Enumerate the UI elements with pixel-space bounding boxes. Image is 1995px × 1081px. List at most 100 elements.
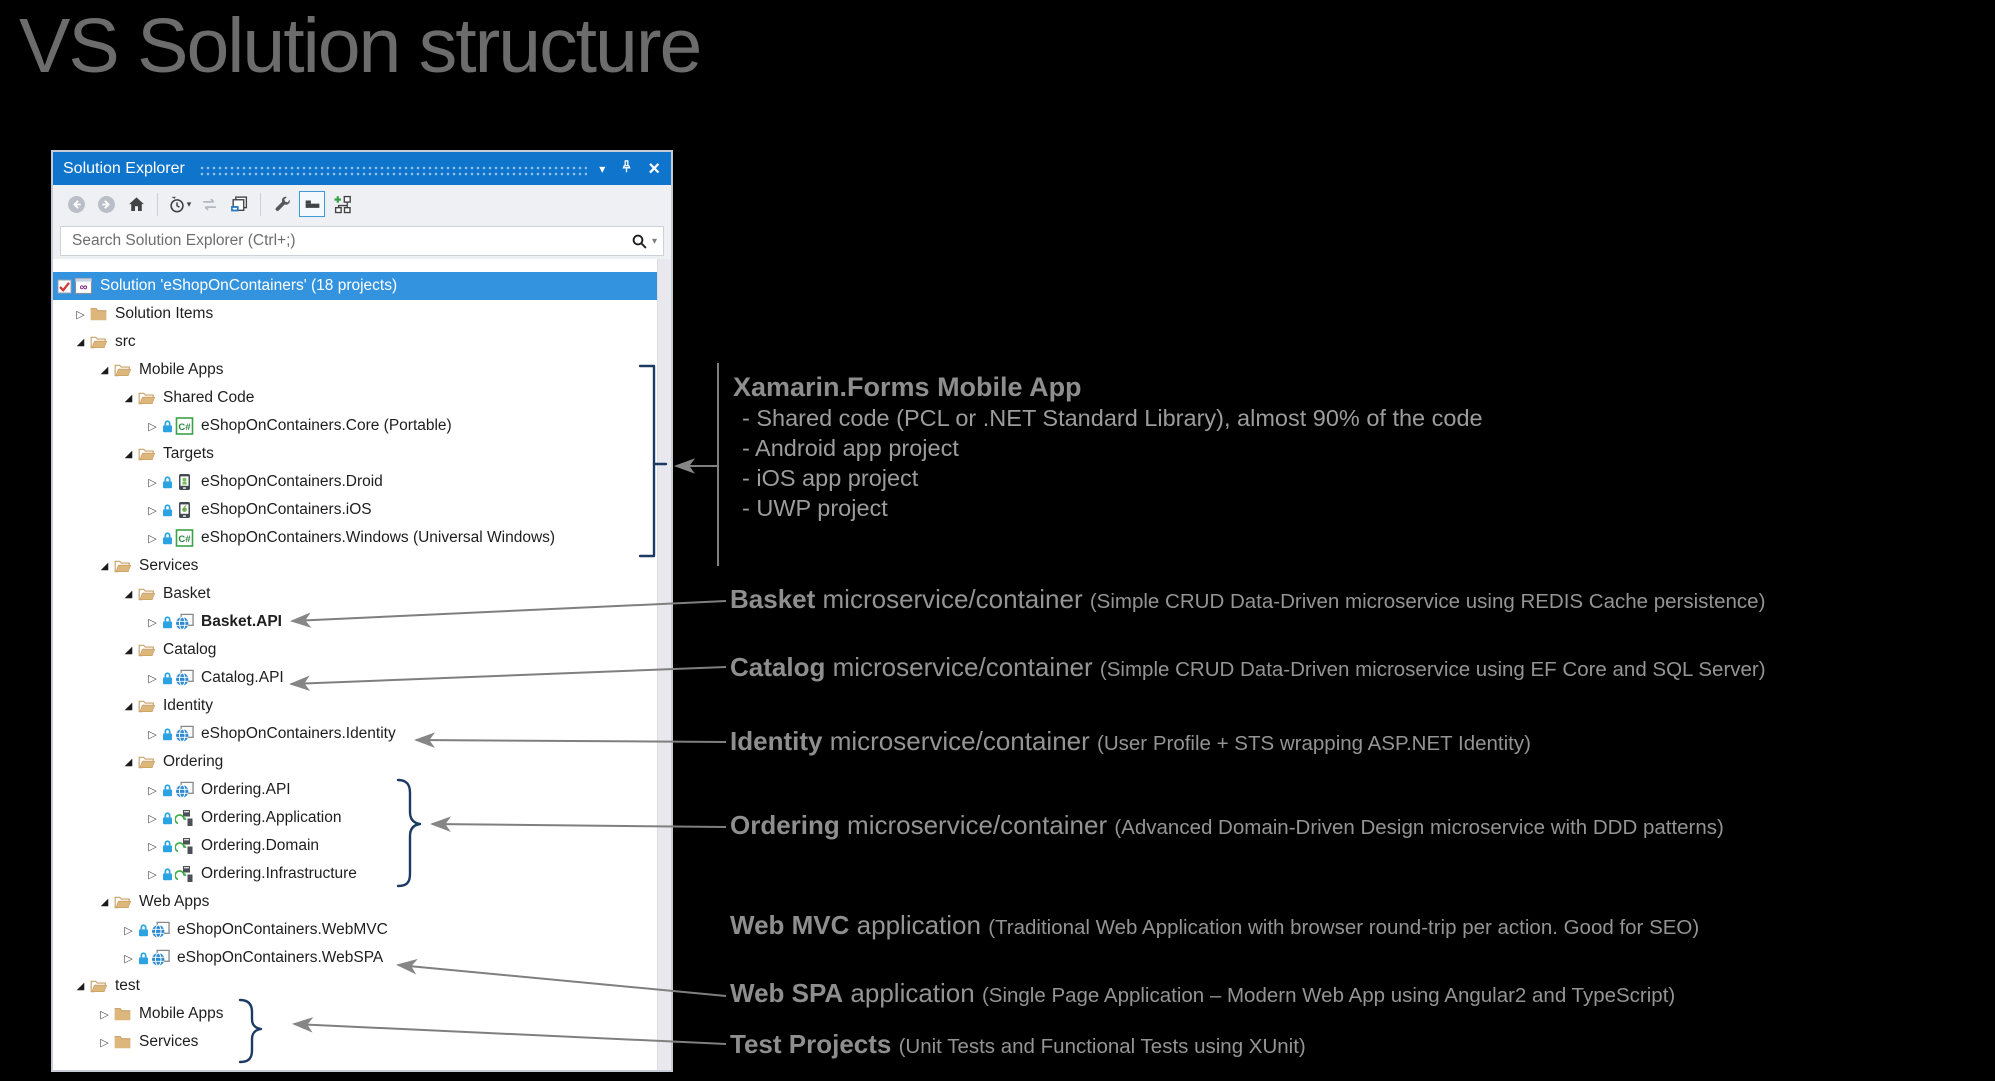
- expand-arrow-icon[interactable]: ▷: [148, 728, 157, 741]
- tree-row-label: Services: [139, 557, 199, 574]
- back-icon: [67, 195, 85, 213]
- web-project-icon: [175, 781, 194, 799]
- back-button[interactable]: [63, 191, 89, 217]
- collapse-arrow-icon[interactable]: ◢: [100, 364, 109, 376]
- lock-icon: [161, 783, 174, 798]
- tree-row-label: Shared Code: [163, 389, 255, 406]
- tree-row[interactable]: ▷Services: [53, 1028, 657, 1056]
- pin-icon[interactable]: [620, 159, 633, 179]
- tree-row-label: eShopOnContainers.Windows (Universal Win…: [201, 529, 556, 546]
- expand-arrow-icon[interactable]: ▷: [76, 308, 85, 321]
- collapse-arrow-icon[interactable]: ◢: [124, 588, 133, 600]
- expand-arrow-icon[interactable]: ▷: [148, 784, 157, 797]
- expand-arrow-icon[interactable]: ▷: [148, 812, 157, 825]
- solution-explorer-panel: Solution Explorer ▾ × ▾ ▾ ∞Solution 'eSh…: [51, 150, 673, 1072]
- tree-row[interactable]: ▷ Catalog.API: [53, 664, 657, 692]
- tree-row[interactable]: ▷C#eShopOnContainers.Windows (Universal …: [53, 524, 657, 552]
- collapse-arrow-icon[interactable]: ◢: [124, 392, 133, 404]
- tree-row[interactable]: ▷eShopOnContainers.WebMVC: [53, 916, 657, 944]
- tree-row-label: Ordering: [163, 753, 224, 770]
- collapse-arrow-icon[interactable]: ◢: [124, 448, 133, 460]
- annotation-tests: Test Projects (Unit Tests and Functional…: [730, 1029, 1306, 1059]
- search-icon[interactable]: [631, 233, 648, 250]
- expand-arrow-icon[interactable]: ▷: [148, 420, 157, 433]
- expand-arrow-icon[interactable]: ▷: [124, 924, 133, 937]
- folder-open-icon: [137, 641, 156, 659]
- collapse-all-button[interactable]: [226, 191, 252, 217]
- collapse-arrow-icon[interactable]: ◢: [76, 336, 85, 348]
- forward-icon: [97, 195, 115, 213]
- expand-arrow-icon[interactable]: ▷: [100, 1008, 109, 1021]
- properties-wrench-button[interactable]: [269, 191, 295, 217]
- tree-row-label: Catalog.API: [201, 669, 284, 686]
- chevron-down-icon[interactable]: ▾: [599, 161, 606, 176]
- collapse-arrow-icon[interactable]: ◢: [76, 980, 85, 992]
- expand-arrow-icon[interactable]: ▷: [148, 504, 157, 517]
- tree-row[interactable]: ▷ eShopOnContainers.Identity: [53, 720, 657, 748]
- tree-row[interactable]: ∞Solution 'eShopOnContainers' (18 projec…: [53, 272, 657, 300]
- panel-titlebar[interactable]: Solution Explorer ▾ ×: [53, 152, 671, 185]
- collapse-arrow-icon[interactable]: ◢: [124, 756, 133, 768]
- solution-hierarchy-add-button[interactable]: [329, 191, 355, 217]
- tree-row[interactable]: ◢ Ordering: [53, 748, 657, 776]
- titlebar-grip-dots[interactable]: [198, 164, 588, 177]
- tree-row[interactable]: ▷ eShopOnContainers.WebSPA: [53, 944, 657, 972]
- history-clock-button[interactable]: ▾: [166, 191, 192, 217]
- collapse-arrow-icon[interactable]: ◢: [100, 560, 109, 572]
- collapse-arrow-icon[interactable]: ◢: [124, 644, 133, 656]
- tree-row[interactable]: ◢ Shared Code: [53, 384, 657, 412]
- search-box[interactable]: ▾: [60, 226, 664, 256]
- expand-arrow-icon[interactable]: ▷: [148, 476, 157, 489]
- tree-row[interactable]: ▷C#eShopOnContainers.Core (Portable): [53, 412, 657, 440]
- vertical-scrollbar[interactable]: [657, 259, 671, 1070]
- home-button[interactable]: [123, 191, 149, 217]
- tree-row-label: Mobile Apps: [139, 361, 224, 378]
- expand-arrow-icon[interactable]: ▷: [100, 1036, 109, 1049]
- tree-row[interactable]: ▷ eShopOnContainers.iOS: [53, 496, 657, 524]
- expand-arrow-icon[interactable]: ▷: [148, 672, 157, 685]
- vs-solution-icon: ∞: [74, 277, 93, 295]
- tree-row-label: src: [115, 333, 136, 350]
- toolbar-separator: [260, 192, 261, 216]
- chevron-down-icon[interactable]: ▾: [186, 198, 192, 209]
- annotation-xamarin: Xamarin.Forms Mobile App - Shared code (…: [733, 372, 1483, 523]
- expand-arrow-icon[interactable]: ▷: [148, 532, 157, 545]
- tree-row[interactable]: ▷Solution Items: [53, 300, 657, 328]
- tree-row[interactable]: ◢Targets: [53, 440, 657, 468]
- tree-row[interactable]: ◢ src: [53, 328, 657, 356]
- tree-row[interactable]: ◢Catalog: [53, 636, 657, 664]
- solution-check-icon[interactable]: [57, 279, 72, 294]
- tree-row[interactable]: ◢Web Apps: [53, 888, 657, 916]
- tree-row[interactable]: ◢ Mobile Apps: [53, 356, 657, 384]
- tree-row-label: eShopOnContainers.iOS: [201, 501, 372, 518]
- expand-arrow-icon[interactable]: ▷: [148, 840, 157, 853]
- tree-row[interactable]: ◢Basket: [53, 580, 657, 608]
- tree-row[interactable]: ◢Identity: [53, 692, 657, 720]
- tree-row[interactable]: ▷Ordering.API: [53, 776, 657, 804]
- expand-arrow-icon[interactable]: ▷: [124, 952, 133, 965]
- tree-row[interactable]: ◢ Services: [53, 552, 657, 580]
- close-icon[interactable]: ×: [648, 157, 660, 180]
- tree-row[interactable]: ▷Ordering.Infrastructure: [53, 860, 657, 888]
- expand-arrow-icon[interactable]: ▷: [148, 868, 157, 881]
- folder-closed-icon: [113, 1033, 132, 1051]
- tree-row[interactable]: ▷Ordering.Domain: [53, 832, 657, 860]
- tree-row[interactable]: ▷Mobile Apps: [53, 1000, 657, 1028]
- tree-row[interactable]: ▷eShopOnContainers.Droid: [53, 468, 657, 496]
- tree-row-label: eShopOnContainers.WebSPA: [177, 949, 384, 966]
- collapse-arrow-icon[interactable]: ◢: [100, 896, 109, 908]
- tree-row[interactable]: ▷Ordering.Application: [53, 804, 657, 832]
- annotation-bullet: - UWP project: [742, 495, 888, 521]
- tree-row-label: eShopOnContainers.Identity: [201, 725, 396, 742]
- show-all-files-button[interactable]: [299, 191, 325, 217]
- classlib-project-icon: [175, 865, 194, 883]
- tree-row[interactable]: ▷Basket.API: [53, 608, 657, 636]
- expand-arrow-icon[interactable]: ▷: [148, 616, 157, 629]
- sync-button[interactable]: [196, 191, 222, 217]
- search-options-chevron-icon[interactable]: ▾: [651, 235, 657, 247]
- search-input[interactable]: [70, 231, 631, 251]
- tree-row[interactable]: ◢test: [53, 972, 657, 1000]
- forward-button[interactable]: [93, 191, 119, 217]
- collapse-arrow-icon[interactable]: ◢: [124, 700, 133, 712]
- folder-open-icon: [137, 697, 156, 715]
